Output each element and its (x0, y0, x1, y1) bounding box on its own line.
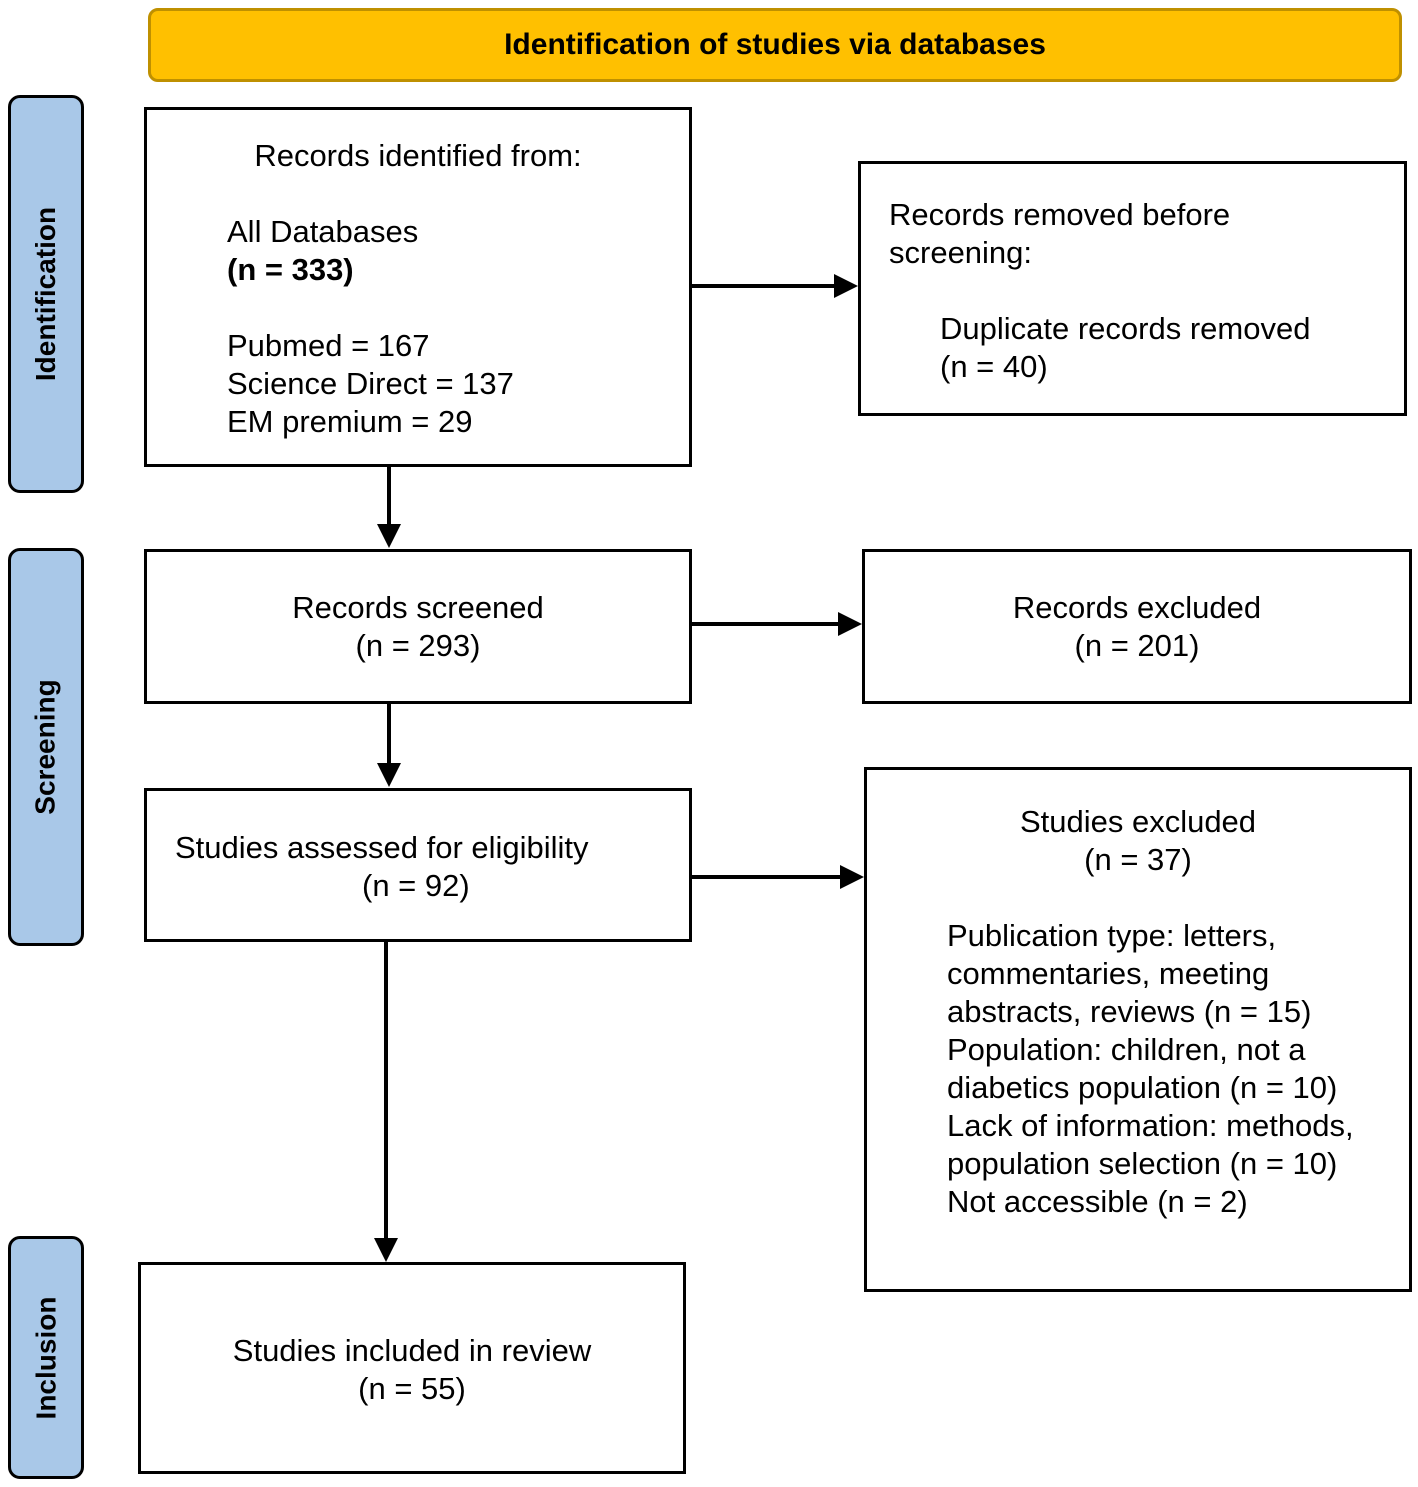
records-screened-count: (n = 293) (355, 628, 481, 663)
arrowhead (377, 763, 401, 787)
arrowhead (834, 274, 858, 298)
exclusion-reason: abstracts, reviews (n = 15) (947, 994, 1312, 1029)
all-databases-label: All Databases (227, 214, 419, 249)
records-removed-box: Records removed before screening: Duplic… (858, 161, 1407, 416)
studies-included-box: Studies included in review (n = 55) (138, 1262, 686, 1474)
studies-excluded-box: Studies excluded (n = 37) Publication ty… (864, 767, 1412, 1292)
records-identified-box: Records identified from: All Databases (… (144, 107, 692, 467)
records-screened-box: Records screened (n = 293) (144, 549, 692, 704)
duplicates-removed-label: Duplicate records removed (940, 311, 1311, 346)
exclusion-reason: diabetics population (n = 10) (947, 1070, 1338, 1105)
exclusion-reason: commentaries, meeting (947, 956, 1270, 991)
exclusion-reason: Not accessible (n = 2) (947, 1184, 1248, 1219)
exclusion-reason: Publication type: letters, (947, 918, 1277, 953)
science-direct-count: Science Direct = 137 (227, 366, 514, 401)
records-removed-heading-2: screening: (889, 235, 1033, 270)
records-screened-label: Records screened (292, 590, 544, 625)
phase-inclusion: Inclusion (8, 1236, 84, 1479)
exclusion-reason: Population: children, not a (947, 1032, 1306, 1067)
all-databases-count: (n = 333) (227, 252, 354, 287)
phase-identification: Identification (8, 95, 84, 493)
phase-screening: Screening (8, 548, 84, 946)
arrowhead (840, 865, 864, 889)
studies-included-count: (n = 55) (358, 1371, 466, 1406)
studies-assessed-label: Studies assessed for eligibility (175, 830, 589, 865)
arrowhead (374, 1238, 398, 1262)
em-premium-count: EM premium = 29 (227, 404, 473, 439)
studies-assessed-count: (n = 92) (362, 868, 470, 903)
records-excluded-count: (n = 201) (1074, 628, 1200, 663)
studies-included-label: Studies included in review (232, 1333, 592, 1368)
records-identified-heading: Records identified from: (254, 138, 582, 173)
records-excluded-label: Records excluded (1012, 590, 1262, 625)
exclusion-reason: population selection (n = 10) (947, 1146, 1338, 1181)
pubmed-count: Pubmed = 167 (227, 328, 430, 363)
arrowhead (838, 612, 862, 636)
duplicates-removed-count: (n = 40) (940, 349, 1048, 384)
records-excluded-box: Records excluded (n = 201) (862, 549, 1412, 704)
header-banner: Identification of studies via databases (148, 8, 1402, 82)
arrowhead (377, 524, 401, 548)
records-removed-heading-1: Records removed before (889, 197, 1231, 232)
exclusion-reason: Lack of information: methods, (947, 1108, 1354, 1143)
studies-excluded-count: (n = 37) (1084, 842, 1192, 877)
header-title: Identification of studies via databases (504, 28, 1046, 61)
studies-assessed-box: Studies assessed for eligibility (n = 92… (144, 788, 692, 942)
studies-excluded-label: Studies excluded (1019, 804, 1257, 839)
